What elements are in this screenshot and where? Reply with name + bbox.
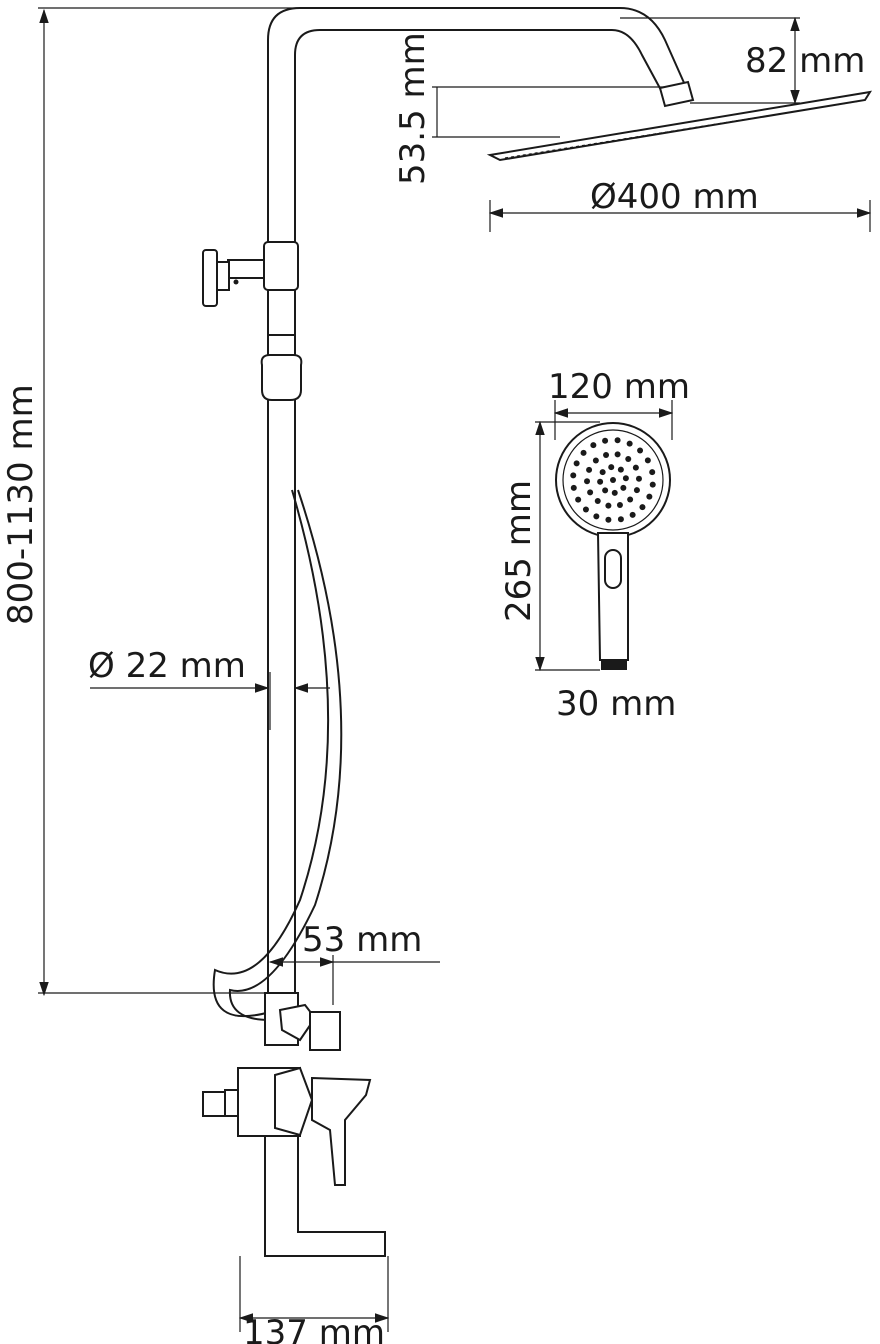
nozzle-dot — [646, 493, 653, 500]
nozzle-dot — [610, 477, 616, 483]
nozzle-dot — [632, 464, 639, 471]
nozzle-dot — [627, 496, 634, 503]
nozzle-dot — [649, 469, 656, 476]
nozzle-dot — [605, 516, 612, 523]
nozzle-dot — [629, 511, 636, 518]
nozzle-dot — [570, 472, 577, 479]
nozzle-dot — [602, 437, 609, 444]
hose-outlet — [264, 992, 341, 1051]
shower-hose — [212, 489, 343, 1021]
nozzle-dot — [602, 487, 609, 494]
dimension-120mm — [553, 400, 674, 440]
nozzle-dot — [639, 504, 646, 511]
nozzle-dot — [573, 460, 580, 467]
label-137mm: 137 mm — [243, 1313, 385, 1344]
nozzle-dot — [593, 513, 600, 520]
nozzle-dot — [605, 502, 612, 509]
label-82mm: 82 mm — [745, 41, 865, 81]
nozzle-dot — [626, 440, 633, 447]
rain-shower-head — [486, 80, 873, 162]
nozzle-dot — [592, 457, 599, 464]
nozzle-dot — [635, 475, 642, 482]
label-53-5mm: 53.5 mm — [393, 32, 433, 185]
nozzle-dot — [614, 451, 621, 458]
dimension-400mm — [488, 200, 872, 232]
nozzle-dot — [594, 498, 601, 505]
bath-spout — [264, 1135, 386, 1257]
label-53mm: 53 mm — [302, 920, 422, 960]
nozzle-dot — [575, 496, 582, 503]
total-height-dimension — [38, 7, 300, 997]
hand-shower — [555, 422, 671, 670]
nozzle-dot — [580, 449, 587, 456]
nozzle-dot — [590, 442, 597, 449]
slider-holder — [260, 334, 303, 401]
dimension-53-5mm — [432, 86, 665, 138]
label-total-height: 800-1130 mm — [1, 384, 41, 625]
nozzle-dot — [586, 466, 593, 473]
nozzle-dot — [608, 464, 615, 471]
label-120mm: 120 mm — [548, 367, 690, 407]
dimension-265mm — [535, 420, 600, 672]
nozzle-dot — [622, 475, 629, 482]
nozzle-dot — [582, 506, 589, 513]
label-22mm: Ø 22 mm — [88, 646, 246, 686]
nozzle-dot — [584, 478, 591, 485]
nozzle-dot — [637, 447, 644, 454]
nozzle-dot — [614, 437, 621, 444]
nozzle-dot — [625, 455, 632, 462]
riser-pipe — [267, 7, 686, 995]
nozzle-dot — [570, 484, 577, 491]
nozzle-dot — [649, 481, 656, 488]
nozzle-dot — [603, 451, 610, 458]
nozzle-dot — [587, 489, 594, 496]
label-265mm: 265 mm — [499, 480, 539, 622]
dimension-22mm — [90, 672, 330, 730]
dimension-137mm — [238, 1256, 390, 1332]
upper-valve — [202, 241, 299, 307]
nozzle-dot — [611, 489, 618, 496]
label-30mm: 30 mm — [556, 684, 676, 724]
dimension-82mm — [620, 16, 800, 105]
label-400mm: Ø400 mm — [590, 177, 759, 217]
nozzle-dot — [644, 457, 651, 464]
nozzle-dot — [620, 484, 627, 491]
nozzle-dot — [616, 502, 623, 509]
nozzle-dot — [617, 466, 624, 473]
nozzle-dot — [597, 478, 604, 485]
mixer-body — [202, 1066, 372, 1186]
dimension-53mm — [268, 955, 440, 1005]
nozzle-dot — [633, 487, 640, 494]
nozzle-dot — [617, 516, 624, 523]
nozzle-dot — [599, 469, 606, 476]
